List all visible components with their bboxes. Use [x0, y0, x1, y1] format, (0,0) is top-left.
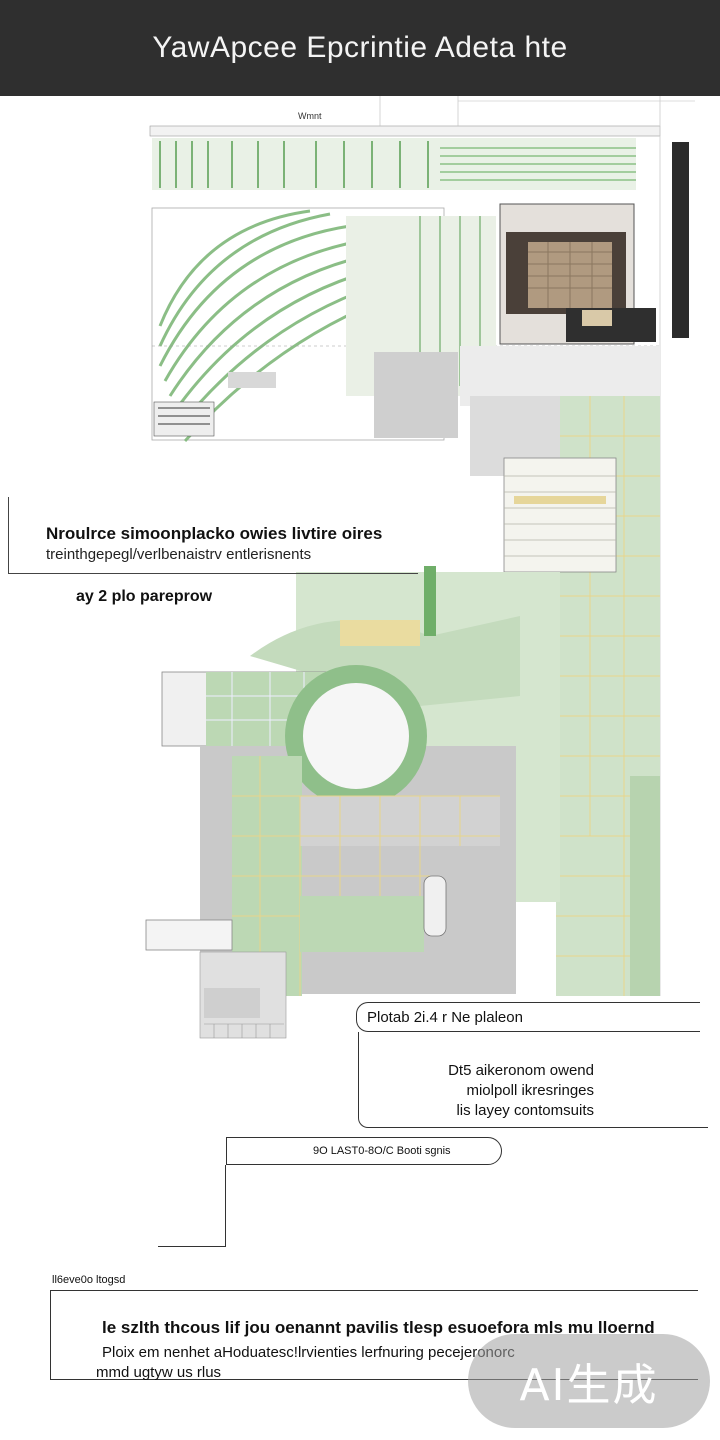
callout-3-label: 9O LAST0-8O/C Booti sgnis	[313, 1145, 451, 1157]
callout-1-note: ay 2 plo pareprow	[76, 588, 213, 605]
plan-circular-plaza	[285, 665, 427, 807]
callout-1-title: Nroulrce simoonplacko owies livtire oire…	[46, 524, 383, 543]
plan-top-label: Wmnt	[298, 111, 322, 121]
callout-4-title: le szlth thcous lif jou oenannt pavilis …	[102, 1318, 655, 1337]
header-bar: YawApcee Epcrintie Adeta hte	[0, 0, 720, 96]
callout-2-frame	[358, 1032, 708, 1128]
callout-2-line-1: Dt5 aikeronom owend	[448, 1062, 594, 1079]
callout-4-subtitle-2: mmd ugtyw us rlus	[96, 1364, 222, 1381]
callout-4-frame	[50, 1290, 698, 1380]
callout-2-line-2: miolpoll ikresringes	[466, 1082, 594, 1099]
plan-side-bar	[672, 142, 689, 338]
callout-2-pill: Plotab 2i.4 r Ne plaleon	[356, 1002, 700, 1032]
callout-4-subtitle-1: Ploix em nenhet aHoduatesc!lrvienties le…	[102, 1344, 515, 1361]
callout-3-leader	[158, 1165, 226, 1247]
callout-4-label: ll6eve0o ltogsd	[52, 1274, 126, 1286]
ai-generated-watermark: AI生成	[468, 1334, 710, 1428]
callout-3-pill: 9O LAST0-8O/C Booti sgnis	[226, 1137, 502, 1165]
callout-2-label: Plotab 2i.4 r Ne plaleon	[367, 1009, 523, 1026]
page-title: YawApcee Epcrintie Adeta hte	[152, 31, 568, 64]
plan-pavilion	[503, 457, 617, 573]
callout-frame-1	[8, 497, 418, 574]
callout-1-subtitle: treinthgepegl/verlbenaistrv entlerisnent…	[46, 546, 312, 563]
plan-top-strip	[149, 125, 661, 137]
callout-2-line-3: lis layey contomsuits	[456, 1102, 594, 1119]
watermark-text: AI生成	[519, 1360, 659, 1411]
site-plan-drawing: Wmnt	[145, 96, 695, 1039]
